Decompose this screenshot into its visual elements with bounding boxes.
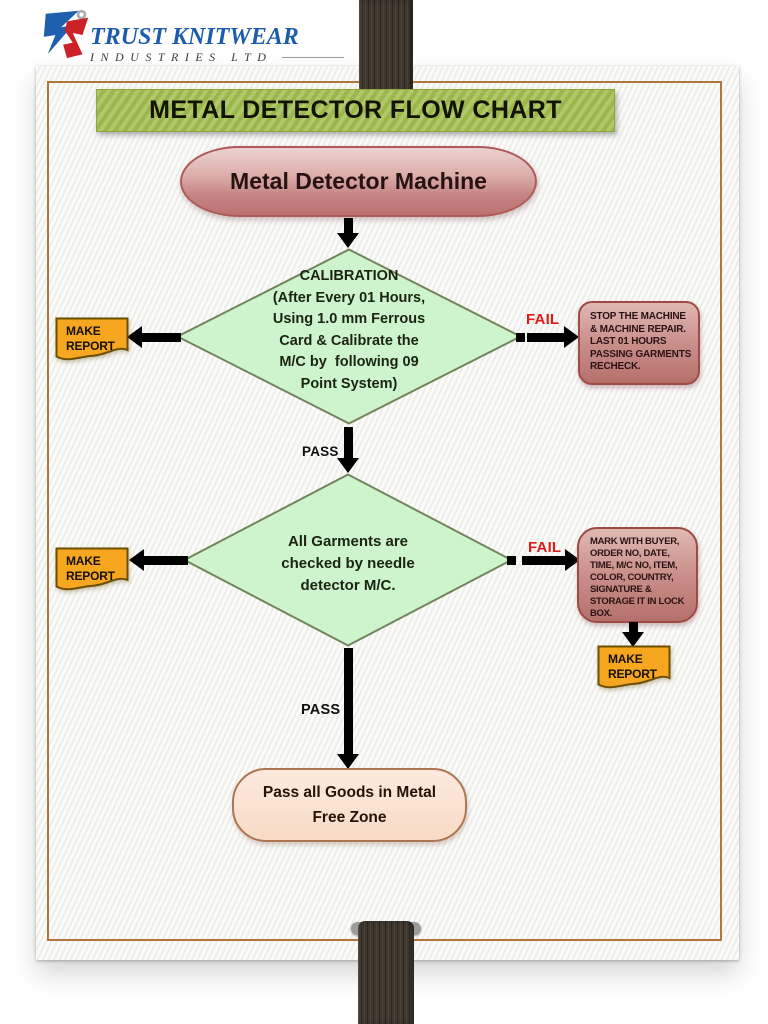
pass-label-2: PASS — [301, 702, 341, 718]
make-report-doc-1 — [55, 317, 129, 361]
make-report-label-1: MAKE REPORT — [66, 324, 115, 353]
chart-title-bar: METAL DETECTOR FLOW CHART — [96, 89, 615, 132]
chart-title: METAL DETECTOR FLOW CHART — [149, 96, 562, 124]
decision1-diamond — [176, 248, 522, 425]
logo-mark-icon — [43, 9, 89, 59]
make-report-doc-3 — [597, 645, 671, 689]
hanging-strap-top — [359, 0, 413, 94]
fail-action-box-2: MARK WITH BUYER, ORDER NO, DATE, TIME, M… — [577, 527, 698, 623]
fail-action-box-1: STOP THE MACHINE & MACHINE REPAIR. LAST … — [578, 301, 700, 385]
start-node: Metal Detector Machine — [180, 146, 537, 217]
company-logo: TRUST KNITWEAR INDUSTRIES LTD — [38, 5, 299, 65]
end-node: Pass all Goods in Metal Free Zone — [232, 768, 467, 842]
logo-underline — [282, 57, 344, 58]
decision2-diamond — [183, 473, 513, 647]
company-name: TRUST KNITWEAR — [90, 24, 299, 50]
make-report-label-3: MAKE REPORT — [608, 652, 657, 681]
hanging-strap-bottom — [358, 921, 414, 1024]
start-node-label: Metal Detector Machine — [230, 168, 487, 194]
company-subtitle: INDUSTRIES LTD — [90, 50, 273, 64]
decision2-question: All Garments are checked by needle detec… — [281, 533, 415, 594]
pass-label-1: PASS — [302, 444, 339, 459]
make-report-label-2: MAKE REPORT — [66, 554, 115, 583]
fail-label-2: FAIL — [528, 539, 562, 556]
decision1-question: CALIBRATION (After Every 01 Hours, Using… — [272, 268, 426, 392]
logo-text: TRUST KNITWEAR INDUSTRIES LTD — [90, 24, 299, 65]
fail-label-1: FAIL — [526, 311, 560, 328]
make-report-doc-2 — [55, 547, 129, 591]
